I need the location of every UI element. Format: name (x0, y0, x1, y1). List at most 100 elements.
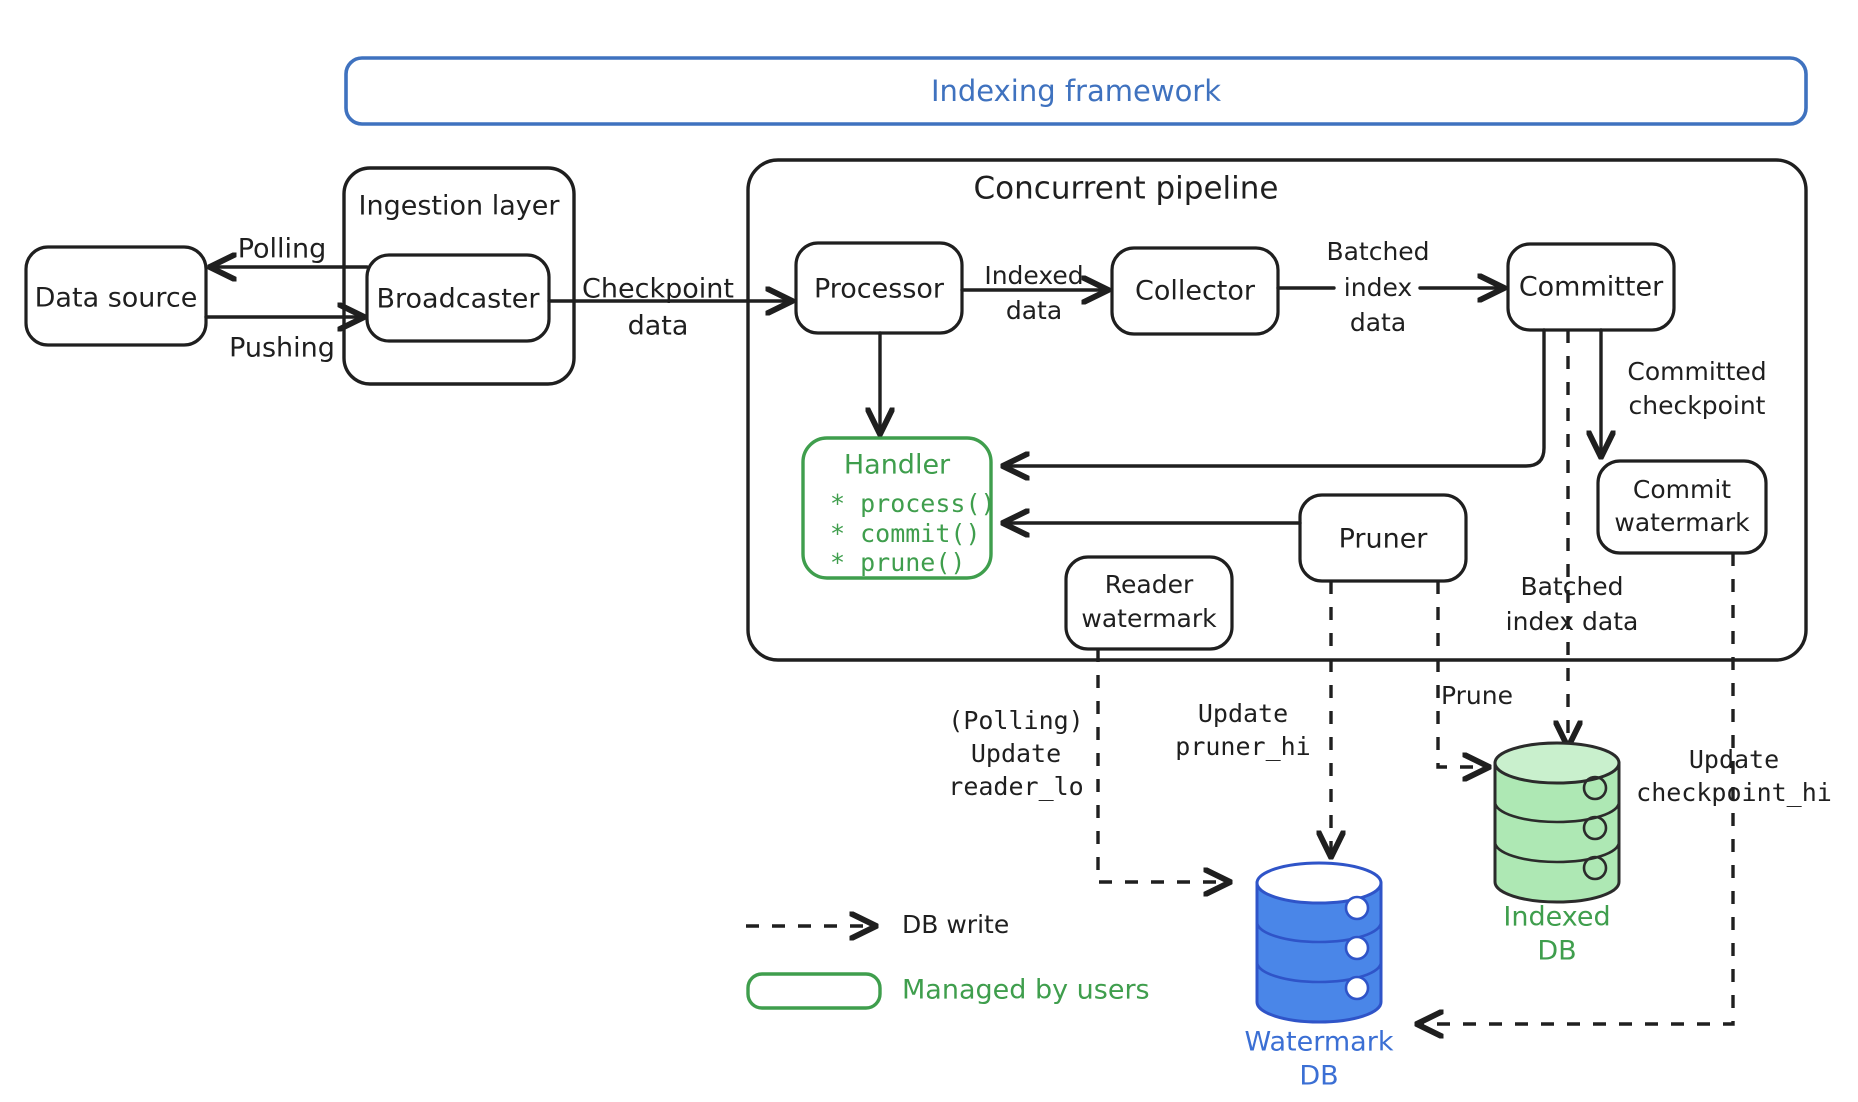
edge-committed-checkpoint-label-line2: checkpoint (1629, 391, 1766, 420)
edge-committed-checkpoint: Committed checkpoint (1601, 328, 1767, 455)
node-committer[interactable]: Committer (1506, 242, 1676, 332)
edge-checkpoint-data: Checkpoint data (547, 274, 790, 342)
collector-box[interactable] (1110, 246, 1280, 336)
edge-update-checkpoint-hi-line (1419, 553, 1735, 1024)
broadcaster-box[interactable] (365, 253, 551, 343)
legend-green-box-icon (746, 972, 882, 1010)
indexed-db-top (1493, 741, 1621, 785)
watermark-db-led-2 (1344, 935, 1370, 961)
broadcaster-label: Broadcaster (377, 284, 541, 315)
concurrent-pipeline-label: Concurrent pipeline (974, 171, 1279, 207)
data-source-box[interactable] (24, 245, 208, 347)
group-indexing-framework: Indexing framework (344, 56, 1808, 126)
edge-polling-label: Polling (238, 234, 327, 265)
node-collector[interactable]: Collector (1110, 246, 1280, 336)
label-update-checkpoint-hi-line1: Update (1689, 745, 1779, 774)
reader-watermark-box[interactable] (1064, 555, 1234, 651)
edge-batched-top-label-line2: index (1344, 273, 1412, 302)
edge-batched-top-label-line1: Batched (1326, 237, 1429, 266)
edge-checkpoint-data-label-line2: data (628, 311, 689, 342)
legend-item-managed-by-users: Managed by users (746, 972, 1150, 1010)
watermark-db-label-line2: DB (1299, 1061, 1338, 1092)
edge-pushing: Pushing (204, 317, 362, 364)
legend-managed-by-users-label: Managed by users (902, 975, 1150, 1006)
edge-polling: Polling (212, 234, 369, 268)
indexing-framework-title: Indexing framework (931, 74, 1221, 108)
ingestion-layer-label: Ingestion layer (359, 191, 561, 222)
edge-batched-top-label-line3: data (1350, 308, 1406, 337)
edge-commit-watermark-to-watermark-db: Update checkpoint_hi (1419, 553, 1832, 1024)
node-commit-watermark[interactable]: Commit watermark (1596, 459, 1768, 555)
committer-box[interactable] (1506, 242, 1676, 332)
commit-watermark-box[interactable] (1596, 459, 1768, 555)
handler-title: Handler (844, 450, 951, 481)
edge-batched-index-data-top: Batched index data (1276, 237, 1502, 337)
edge-indexed-data: Indexed data (960, 261, 1106, 325)
legend-item-db-write: DB write (746, 910, 1009, 939)
reader-watermark-label-line2: watermark (1081, 604, 1217, 633)
watermark-db-divider-2 (1255, 961, 1383, 984)
label-update-checkpoint-hi-line2: checkpoint_hi (1636, 778, 1832, 807)
label-update-pruner-hi-line2: pruner_hi (1175, 732, 1310, 761)
edge-prune-label: Prune (1441, 681, 1513, 710)
label-update-reader-lo-line2: Update (971, 739, 1061, 768)
edge-checkpoint-data-label-line1: Checkpoint (582, 274, 734, 305)
label-update-pruner-hi-line1: Update (1198, 699, 1288, 728)
label-update-reader-lo-line1: (Polling) (948, 706, 1083, 735)
collector-label: Collector (1135, 276, 1256, 307)
edge-batched-bottom-label-line2: index data (1506, 607, 1639, 636)
database-watermark-db[interactable]: Watermark DB (1245, 861, 1394, 1092)
concurrent-pipeline-border (746, 158, 1808, 662)
edge-committer-to-handler (1005, 328, 1546, 466)
watermark-db-led-3 (1344, 975, 1370, 1001)
indexed-db-label-line2: DB (1537, 936, 1576, 967)
handler-box[interactable] (801, 436, 993, 580)
edge-update-reader-lo-line (1096, 649, 1228, 882)
indexed-db-divider-1 (1493, 801, 1621, 824)
watermark-db-label-line1: Watermark (1245, 1027, 1394, 1058)
indexed-db-divider-2 (1493, 841, 1621, 864)
legend-db-write-label: DB write (902, 910, 1009, 939)
edge-committer-to-indexed-db: Batched index data (1506, 330, 1639, 745)
node-data-source[interactable]: Data source (24, 245, 208, 347)
pruner-box[interactable] (1298, 493, 1468, 583)
group-concurrent-pipeline: Concurrent pipeline (746, 158, 1808, 662)
processor-label: Processor (814, 274, 945, 305)
edge-pushing-label: Pushing (229, 333, 335, 364)
node-handler[interactable]: Handler * process() * commit() * prune() (801, 436, 996, 580)
database-indexed-db[interactable]: Indexed DB (1493, 741, 1621, 967)
indexed-db-label-line1: Indexed (1503, 902, 1610, 933)
watermark-db-led-1 (1344, 895, 1370, 921)
handler-method-process: * process() (830, 489, 996, 518)
ingestion-layer-border (342, 166, 576, 386)
edge-pruner-to-indexed-db: Prune (1436, 581, 1513, 767)
watermark-db-divider-1 (1255, 921, 1383, 944)
edge-committed-checkpoint-label-line1: Committed (1627, 357, 1766, 386)
edge-prune-line (1436, 581, 1487, 767)
label-update-reader-lo-line3: reader_lo (948, 772, 1083, 801)
edge-reader-watermark-to-watermark-db: (Polling) Update reader_lo (948, 649, 1228, 882)
edge-committer-to-handler-line (1005, 328, 1546, 466)
edge-batched-bottom-label-line1: Batched (1520, 572, 1623, 601)
reader-watermark-label-line1: Reader (1105, 570, 1194, 599)
data-source-label: Data source (35, 283, 198, 314)
edge-pruner-to-watermark-db: Update pruner_hi (1175, 581, 1331, 855)
node-processor[interactable]: Processor (794, 241, 964, 335)
edge-indexed-data-label-line2: data (1006, 296, 1062, 325)
committer-label: Committer (1519, 272, 1664, 303)
watermark-db-top (1255, 861, 1383, 905)
commit-watermark-label-line2: watermark (1614, 508, 1750, 537)
commit-watermark-label-line1: Commit (1633, 475, 1731, 504)
handler-method-prune: * prune() (830, 548, 965, 577)
node-broadcaster[interactable]: Broadcaster (365, 253, 551, 343)
indexing-framework-border (344, 56, 1808, 126)
node-pruner[interactable]: Pruner (1298, 493, 1468, 583)
pruner-label: Pruner (1339, 524, 1429, 555)
indexed-db-led-1 (1582, 775, 1608, 801)
indexed-db-led-2 (1582, 815, 1608, 841)
edge-indexed-data-label-line1: Indexed (984, 261, 1083, 290)
node-reader-watermark[interactable]: Reader watermark (1064, 555, 1234, 651)
handler-method-commit: * commit() (830, 519, 981, 548)
